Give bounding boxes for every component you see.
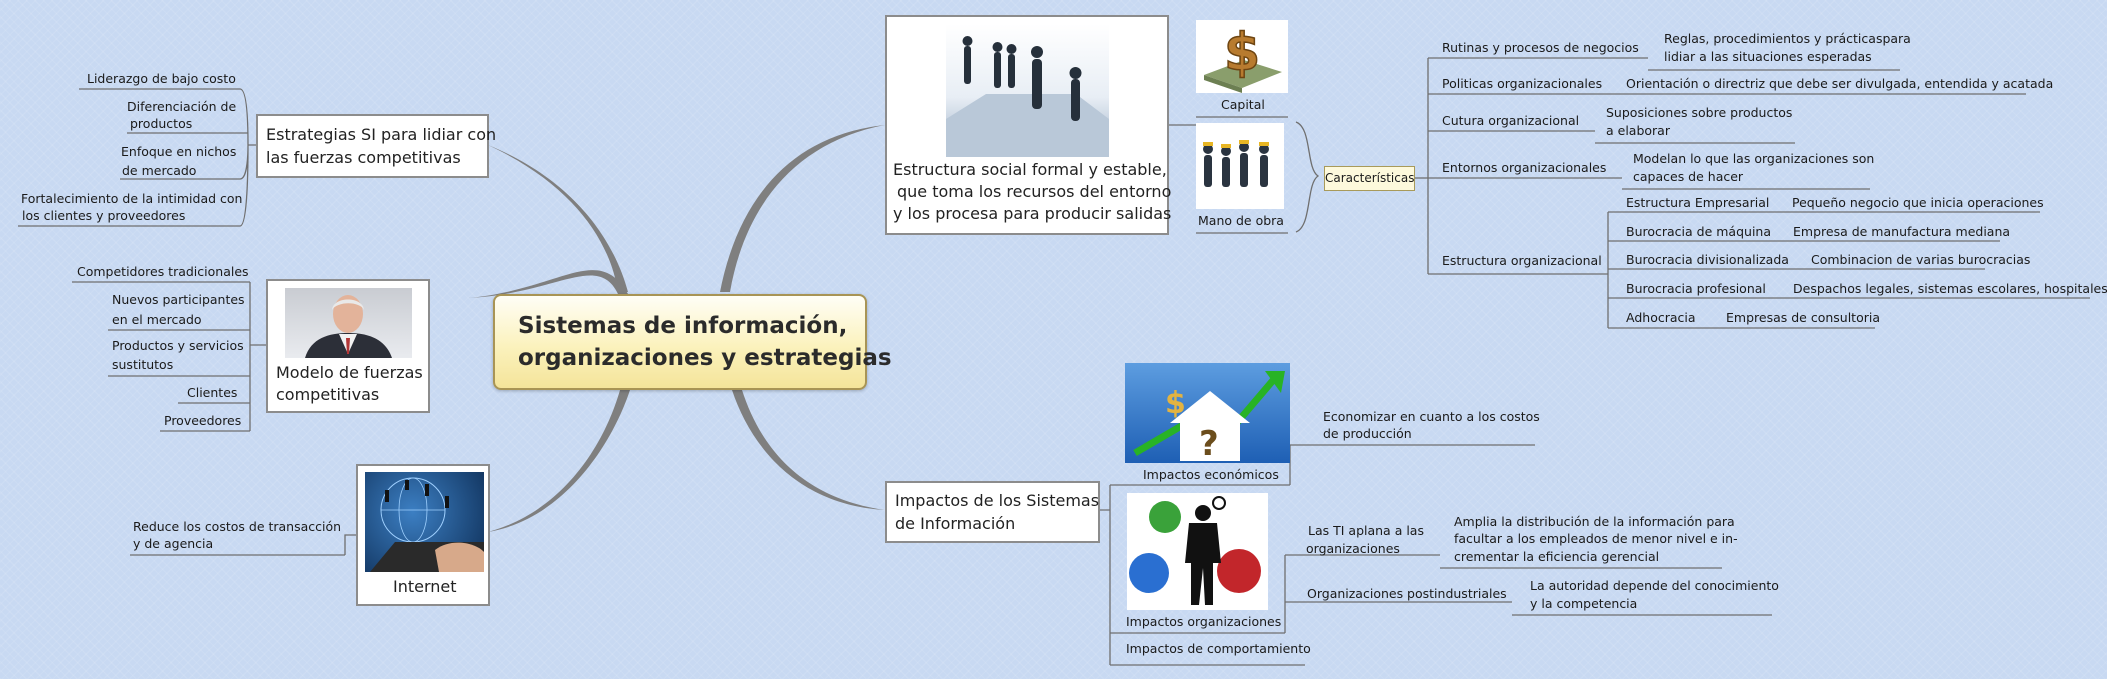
thinking-man-globes-icon — [1127, 493, 1268, 610]
central-topic-line2: organizaciones y estrategias — [518, 345, 892, 371]
capital-label[interactable]: Capital — [1221, 97, 1265, 112]
estructura-type-name[interactable]: Adhocracia — [1626, 310, 1696, 325]
impactos-comportamiento-label[interactable]: Impactos de comportamiento — [1126, 641, 1311, 656]
estructura-type-name[interactable]: Burocracia de máquina — [1626, 224, 1772, 239]
ti-detail-line3: crementar la eficiencia gerencial — [1454, 549, 1660, 564]
internet-item-costos[interactable]: Reduce los costos de transacción — [133, 519, 342, 534]
entornos-label[interactable]: Entornos organizacionales — [1442, 160, 1607, 175]
estrategias-item-intimidad[interactable]: Fortalecimiento de la intimidad con — [21, 191, 243, 206]
ti-detail-line1: Amplia la distribución de la información… — [1454, 514, 1735, 529]
estrategias-title-line2: las fuerzas competitivas — [266, 148, 461, 167]
modelo-title-line1: Modelo de fuerzas — [276, 363, 423, 382]
person-portrait-icon — [285, 288, 412, 358]
cultura-detail-line2: a elaborar — [1606, 123, 1670, 138]
rutinas-detail-line1: Reglas, procedimientos y prácticaspara — [1664, 31, 1911, 46]
estrategias-title-line1: Estrategias SI para lidiar con — [266, 125, 497, 144]
ti-detail-line2: facultar a los empleados de menor nivel … — [1454, 531, 1738, 546]
estructura-type-example: Empresas de consultoria — [1726, 310, 1880, 325]
estructura-type-example: Pequeño negocio que inicia operaciones — [1792, 195, 2044, 210]
globe-network-icon — [365, 472, 484, 572]
cultura-label[interactable]: Cutura organizacional — [1442, 113, 1580, 128]
estructura-org-label[interactable]: Estructura organizacional — [1442, 253, 1602, 268]
estructura-type-name[interactable]: Estructura Empresarial — [1626, 195, 1770, 210]
economic-house-icon: ? $ — [1125, 363, 1290, 463]
modelo-item-nuevos-2: en el mercado — [112, 312, 202, 327]
rutinas-detail-line2: lidiar a las situaciones esperadas — [1664, 49, 1872, 64]
impactos-topic[interactable]: Impactos de los Sistemas de Información — [885, 481, 1100, 543]
postindustriales-detail-line1: La autoridad depende del conocimiento — [1530, 578, 1779, 593]
cultura-detail-line1: Suposiciones sobre productos — [1606, 105, 1793, 120]
estructura-type-example: Despachos legales, sistemas escolares, h… — [1793, 281, 2107, 296]
estructura-type-example: Combinacion de varias burocracias — [1811, 252, 2031, 267]
modelo-item-sustitutos-2: sustitutos — [112, 357, 174, 372]
svg-text:?: ? — [1199, 424, 1219, 463]
internet-topic[interactable]: Internet — [356, 464, 490, 606]
business-people-puzzle-icon — [946, 24, 1109, 157]
estructura-desc-line2: que toma los recursos del entorno — [897, 182, 1172, 201]
economicos-detail-line2: de producción — [1323, 426, 1412, 441]
postindustriales-detail-line2: y la competencia — [1530, 596, 1638, 611]
estrategias-item-diferenciacion[interactable]: Diferenciación de — [127, 99, 237, 114]
modelo-item-clientes[interactable]: Clientes — [187, 385, 238, 400]
leaf-underlines — [18, 57, 2090, 666]
estructura-type-example: Empresa de manufactura mediana — [1793, 224, 2011, 239]
central-topic-line1: Sistemas de información, — [518, 313, 848, 339]
estrategias-item-liderazgo[interactable]: Liderazgo de bajo costo — [87, 71, 236, 86]
estrategias-item-enfoque-2: de mercado — [122, 163, 197, 178]
ti-aplana-line2: organizaciones — [1306, 541, 1400, 556]
entornos-detail-line1: Modelan lo que las organizaciones son — [1633, 151, 1875, 166]
estrategias-item-intimidad-2: los clientes y proveedores — [22, 208, 186, 223]
estrategias-item-enfoque[interactable]: Enfoque en nichos — [121, 144, 237, 159]
impactos-title-line1: Impactos de los Sistemas — [895, 491, 1100, 510]
internet-item-costos-2: y de agencia — [133, 536, 214, 551]
postindustriales-label[interactable]: Organizaciones postindustriales — [1307, 586, 1507, 601]
impactos-economicos-label[interactable]: Impactos económicos — [1143, 467, 1279, 482]
ti-aplana-line1[interactable]: Las TI aplana a las — [1308, 523, 1424, 538]
rutinas-label[interactable]: Rutinas y procesos de negocios — [1442, 40, 1639, 55]
internet-title: Internet — [393, 577, 457, 596]
mano-de-obra-label[interactable]: Mano de obra — [1198, 213, 1284, 228]
estructura-type-name[interactable]: Burocracia profesional — [1626, 281, 1766, 296]
central-topic[interactable]: Sistemas de información, organizaciones … — [493, 294, 892, 390]
estructura-desc-line3: y los procesa para producir salidas — [893, 204, 1172, 223]
svg-text:$: $ — [1165, 386, 1186, 421]
estrategias-topic[interactable]: Estrategias SI para lidiar con las fuerz… — [256, 114, 496, 178]
workers-icon — [1196, 123, 1284, 209]
entornos-detail-line2: capaces de hacer — [1633, 169, 1744, 184]
estructura-desc-line1: Estructura social formal y estable, — [893, 160, 1167, 179]
modelo-title-line2: competitivas — [276, 385, 380, 404]
estrategias-item-diferenciacion-2: productos — [130, 116, 193, 131]
impactos-title-line2: de Información — [895, 514, 1016, 533]
caracteristicas-topic[interactable]: Características — [1324, 166, 1415, 191]
modelo-item-nuevos[interactable]: Nuevos participantes — [112, 292, 245, 307]
economicos-detail-line1: Economizar en cuanto a los costos — [1323, 409, 1540, 424]
estructura-type-name[interactable]: Burocracia divisionalizada — [1626, 252, 1789, 267]
politicas-detail: Orientación o directriz que debe ser div… — [1626, 76, 2054, 91]
impactos-organizacionales-label[interactable]: Impactos organizaciones — [1126, 614, 1282, 629]
money-dollar-icon: $ — [1196, 20, 1288, 93]
politicas-label[interactable]: Politicas organizacionales — [1442, 76, 1603, 91]
estructura-topic[interactable]: Estructura social formal y estable, que … — [885, 15, 1172, 235]
modelo-item-competidores[interactable]: Competidores tradicionales — [77, 264, 249, 279]
modelo-item-proveedores[interactable]: Proveedores — [164, 413, 242, 428]
modelo-topic[interactable]: Modelo de fuerzas competitivas — [266, 279, 430, 413]
main-branches — [468, 125, 885, 532]
svg-text:$: $ — [1224, 23, 1260, 83]
modelo-item-sustitutos[interactable]: Productos y servicios — [112, 338, 244, 353]
